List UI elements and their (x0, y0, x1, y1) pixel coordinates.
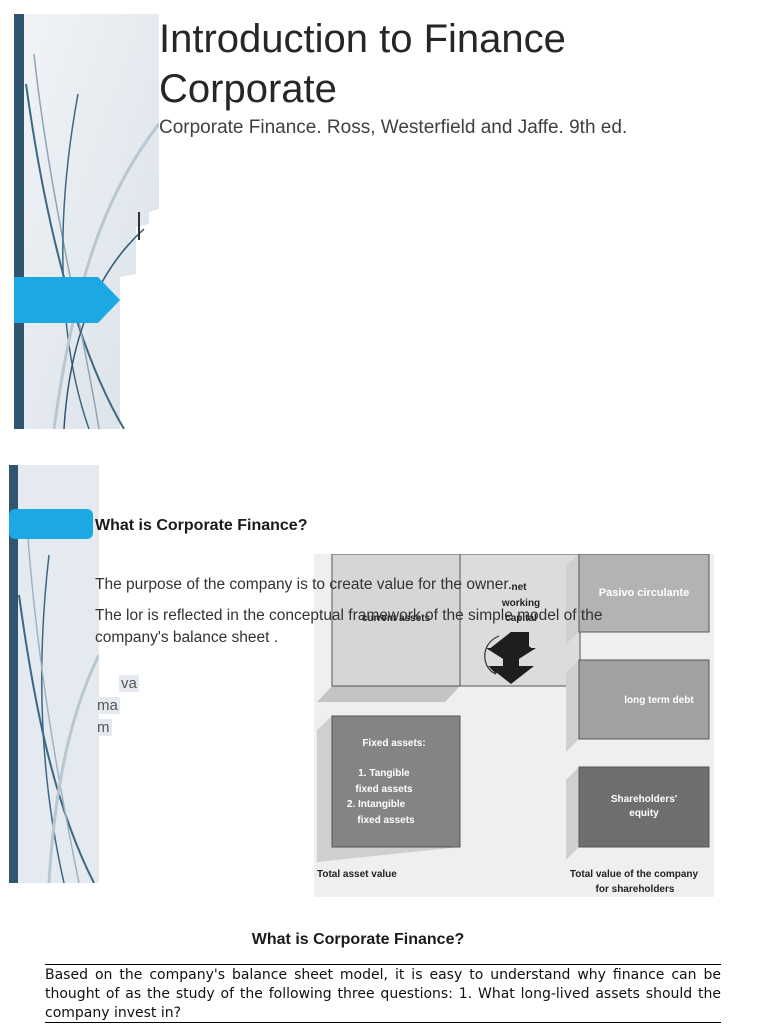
section3-heading: What is Corporate Finance? (251, 931, 465, 948)
shareholders-equity-line-1: Shareholders' (611, 794, 677, 805)
text-fragment-2: ma (95, 697, 120, 714)
total-asset-value-label: Total asset value (317, 869, 397, 880)
fixed-assets-item-1: 1. Tangible (358, 768, 410, 779)
shareholders-equity-line-2: equity (629, 808, 659, 819)
slide2-text-2: The lor is reflected in the conceptual f… (95, 607, 603, 646)
double-arrow-icon (486, 632, 536, 684)
current-assets-box: current assets (317, 554, 461, 702)
bottom-rule (45, 1022, 721, 1023)
balance-sheet-diagram: current assets net working capital Pasiv… (314, 554, 714, 897)
title-line-2: Corporate (159, 67, 337, 111)
text-fragment-3: m (95, 719, 112, 736)
shareholders-equity-box: Shareholders' equity (566, 766, 710, 860)
nwc-line-2: working (501, 598, 540, 609)
slide2-heading: What is Corporate Finance? (95, 517, 308, 534)
title-line-1: Introduction to Finance (159, 17, 566, 61)
text-cursor (138, 212, 140, 240)
pasivo-circulante-box: Pasivo circulante (566, 554, 710, 644)
fixed-assets-item-4: fixed assets (357, 815, 415, 826)
total-value-company-line-2: for shareholders (596, 884, 675, 895)
slide1-subtitle: Corporate Finance. Ross, Westerfield and… (159, 117, 628, 138)
tab-marker-icon (9, 509, 93, 539)
top-rule (45, 964, 721, 965)
nwc-line-3: capital (505, 613, 537, 624)
slide2-text-1: The purpose of the company is to create … (95, 576, 513, 593)
pasivo-circulante-label: Pasivo circulante (599, 587, 690, 599)
fixed-assets-item-2: fixed assets (355, 784, 413, 795)
fixed-assets-box: Fixed assets: 1. Tangible fixed assets 2… (317, 715, 461, 862)
total-value-company-line-1: Total value of the company (570, 869, 699, 880)
fixed-assets-title: Fixed assets: (362, 738, 425, 749)
arrow-marker-icon (14, 277, 120, 323)
long-term-debt-label: long term debt (624, 695, 694, 706)
current-assets-label: current assets (362, 613, 431, 624)
long-term-debt-box: long term debt (566, 659, 710, 752)
slide2-decoration (9, 465, 99, 883)
nwc-line-1: net (512, 582, 528, 593)
slide1-decoration (14, 14, 159, 429)
fixed-assets-item-3: 2. Intangible (347, 799, 406, 810)
slide1-title: Introduction to Finance Corporate (159, 14, 566, 114)
text-fragment-1: va (119, 675, 139, 692)
section3-paragraph: Based on the company's balance sheet mod… (45, 967, 721, 1021)
